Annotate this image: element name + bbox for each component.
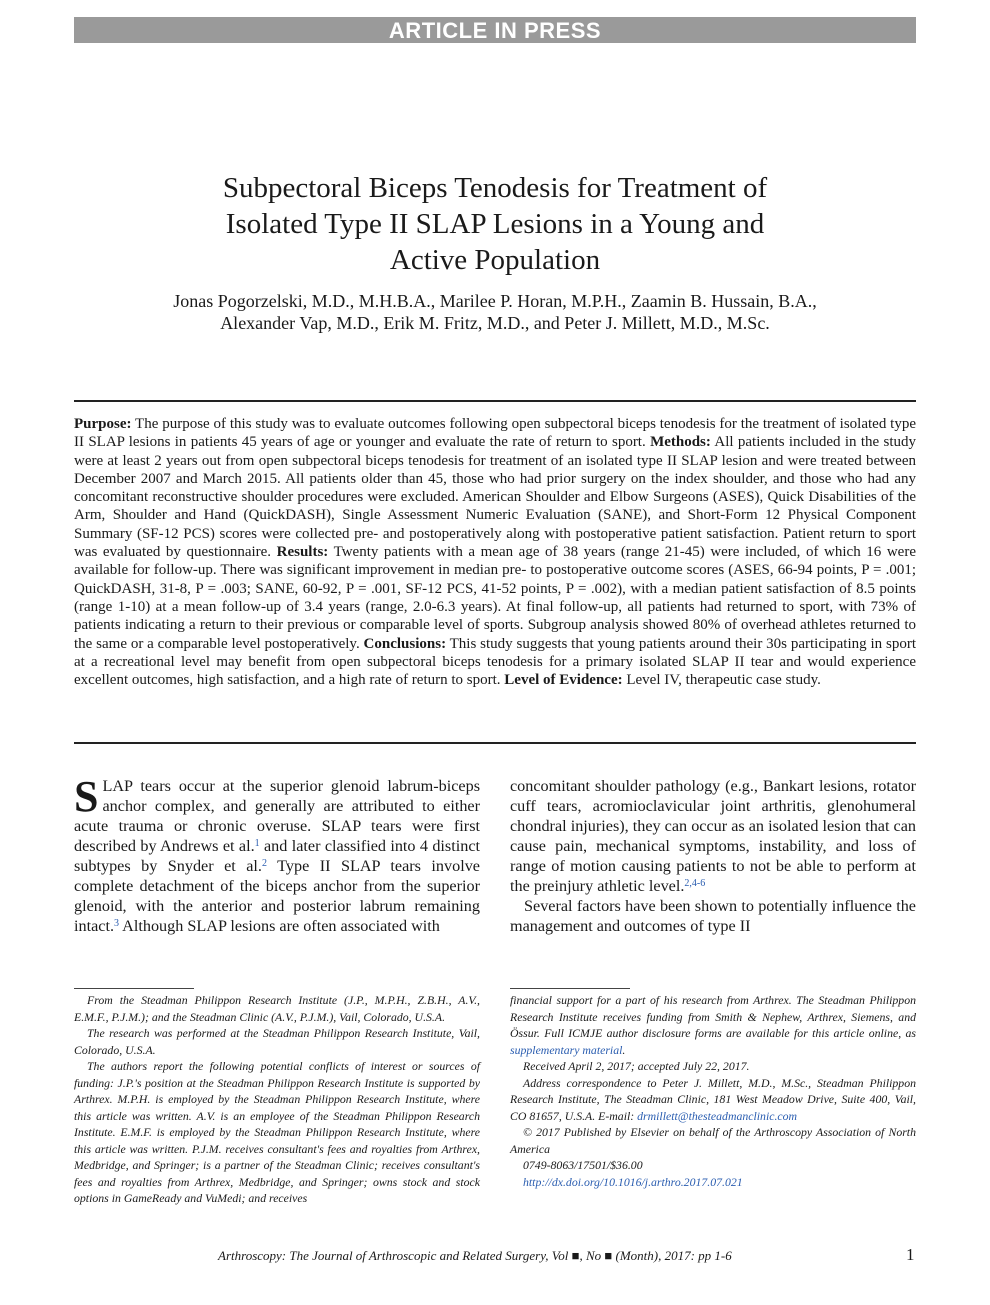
research-location-note: The research was performed at the Steadm… <box>74 1026 480 1057</box>
purpose-text: The purpose of this study was to evaluat… <box>74 416 916 451</box>
correspondence-note: Address correspondence to Peter J. Mille… <box>510 1075 916 1125</box>
title-line-2: Isolated Type II SLAP Lesions in a Young… <box>225 208 765 240</box>
intro-text-b: and later classified into 4 distinct sub… <box>74 837 480 875</box>
methods-label: Methods: <box>650 434 711 451</box>
journal-footer: Arthroscopy: The Journal of Arthroscopic… <box>218 1248 732 1263</box>
results-label: Results: <box>276 544 329 561</box>
authors-line-1: Jonas Pogorzelski, M.D., M.H.B.A., Maril… <box>173 291 817 311</box>
right-paragraph-2: Several factors have been shown to poten… <box>510 897 916 935</box>
reference-2-link[interactable]: 2 <box>261 858 267 869</box>
copyright-note: © 2017 Published by Elsevier on behalf o… <box>510 1125 916 1156</box>
conclusions-label: Conclusions: <box>363 635 447 652</box>
drop-cap: S <box>74 772 99 821</box>
right-text-1: concomitant shoulder pathology (e.g., Ba… <box>510 777 916 895</box>
author-list: Jonas Pogorzelski, M.D., M.H.B.A., Maril… <box>80 290 910 334</box>
abstract-bottom-rule <box>74 742 916 744</box>
title-line-3: Active Population <box>389 244 601 276</box>
received-dates: Received April 2, 2017; accepted July 22… <box>523 1059 750 1073</box>
purpose-label: Purpose: <box>74 416 132 432</box>
footnotes-right: financial support for a part of his rese… <box>510 992 916 1190</box>
reference-4-link[interactable]: 2,4-6 <box>684 878 706 889</box>
title-line-1: Subpectoral Biceps Tenodesis for Treatme… <box>222 172 768 204</box>
footnotes-left: From the Steadman Philippon Research Ins… <box>74 992 480 1207</box>
doi-link[interactable]: http://dx.doi.org/10.1016/j.arthro.2017.… <box>523 1174 743 1189</box>
body-right-column: concomitant shoulder pathology (e.g., Ba… <box>510 776 916 936</box>
page-number: 1 <box>906 1245 915 1264</box>
authors-line-2: Alexander Vap, M.D., Erik M. Fritz, M.D.… <box>220 313 770 333</box>
funding-note: financial support for a part of his rese… <box>510 992 916 1058</box>
conflicts-note: The authors report the following potenti… <box>74 1059 480 1205</box>
level-of-evidence-text: Level IV, therapeutic case study. <box>622 672 821 689</box>
correspondence-text: Address correspondence to Peter J. Mille… <box>510 1075 916 1123</box>
right-paragraph-1: concomitant shoulder pathology (e.g., Ba… <box>510 776 916 896</box>
affiliation-note: From the Steadman Philippon Research Ins… <box>74 993 480 1024</box>
footnote-rule-left <box>74 988 194 989</box>
methods-text: All patients included in the study were … <box>74 434 916 561</box>
supplementary-material-link[interactable]: supplementary material <box>510 1042 623 1057</box>
intro-text-c: Type II SLAP tears involve complete deta… <box>74 857 480 935</box>
footnote-rule-right <box>510 988 630 989</box>
conclusions-text: This study suggests that young patients … <box>74 635 916 689</box>
article-in-press-banner: ARTICLE IN PRESS <box>74 17 916 43</box>
article-title: Subpectoral Biceps Tenodesis for Treatme… <box>120 170 870 278</box>
issn-note: 0749-8063/17501/$36.00 <box>523 1158 643 1172</box>
abstract: Purpose: The purpose of this study was t… <box>74 415 916 689</box>
email-link[interactable]: drmillett@thesteadmanclinic.com <box>637 1108 798 1123</box>
funding-text: financial support for a part of his rese… <box>510 993 916 1040</box>
results-text: Twenty patients with a mean age of 38 ye… <box>74 544 916 652</box>
funding-end: . <box>622 1042 626 1057</box>
level-of-evidence-label: Level of Evidence: <box>504 672 623 689</box>
reference-1-link[interactable]: 1 <box>254 838 260 849</box>
reference-3-link[interactable]: 3 <box>114 918 120 929</box>
intro-text-a: LAP tears occur at the superior glenoid … <box>74 777 480 855</box>
abstract-top-rule <box>74 400 916 402</box>
intro-text-d: Although SLAP lesions are often associat… <box>119 917 440 935</box>
